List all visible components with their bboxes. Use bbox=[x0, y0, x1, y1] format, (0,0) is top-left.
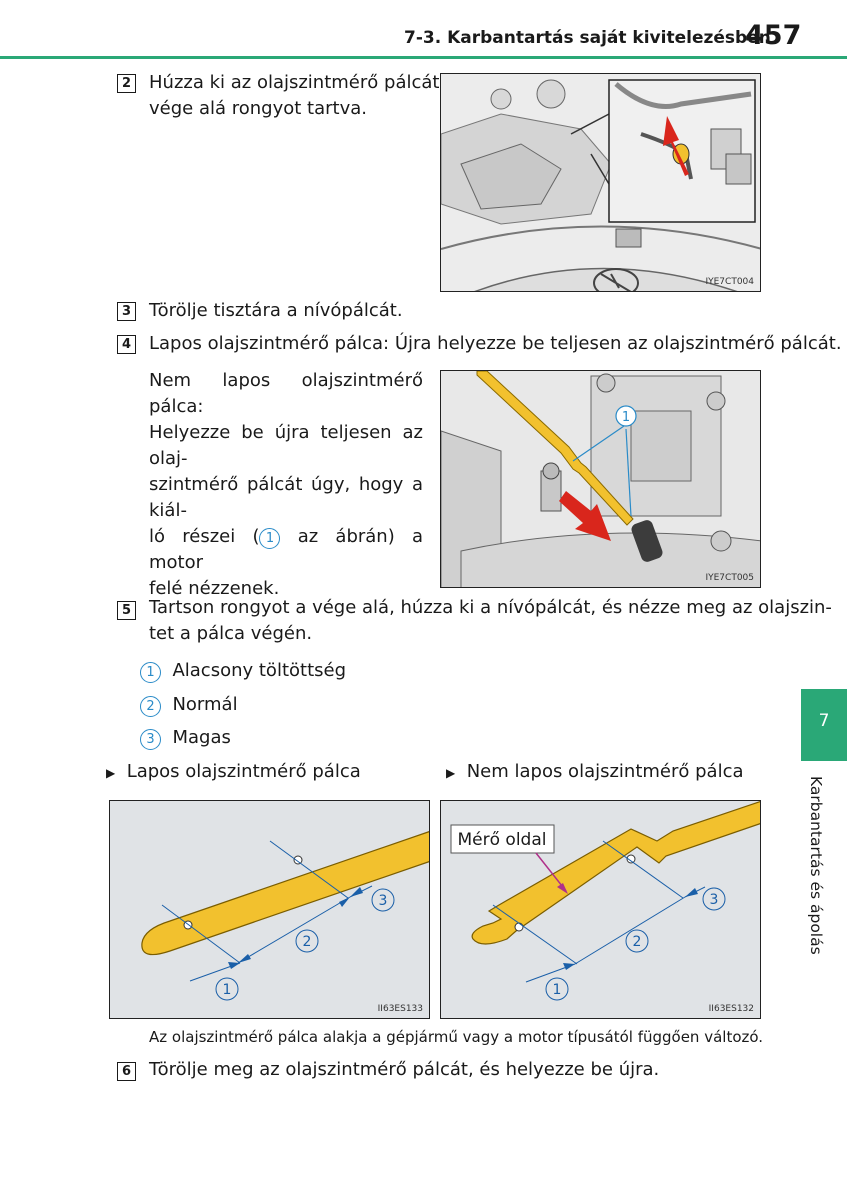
step-text: Húzza ki az olajszintmérő pálcát, vége a… bbox=[149, 72, 446, 119]
callout-1-label: 1 bbox=[622, 410, 630, 425]
dipstick-shape-note: Az olajszintmérő pálca alakja a gépjármű… bbox=[149, 1028, 764, 1046]
level-item: 2 Normál bbox=[140, 688, 346, 722]
page-number: 457 bbox=[745, 20, 802, 51]
step-text: Tartson rongyot a vége alá, húzza ki a n… bbox=[149, 597, 832, 644]
nonflat-dipstick-heading: ▶ Nem lapos olajszintmérő pálca bbox=[446, 761, 744, 782]
level-list: 1 Alacsony töltöttség 2 Normál 3 Magas bbox=[140, 654, 346, 755]
svg-text:2: 2 bbox=[303, 934, 312, 950]
flat-dipstick-illustration: 1 2 3 II63ES133 bbox=[109, 800, 430, 1019]
nonflat-dipstick-drawing: Mérő oldal 1 2 3 bbox=[450, 801, 760, 1001]
svg-text:2: 2 bbox=[633, 934, 642, 950]
header-rule bbox=[0, 56, 847, 59]
svg-text:3: 3 bbox=[710, 892, 719, 908]
svg-text:3: 3 bbox=[379, 893, 388, 909]
svg-text:1: 1 bbox=[553, 982, 562, 998]
dipstick-insertion-illustration: 1 IYE7CT005 bbox=[440, 370, 761, 588]
step-number: 3 bbox=[117, 302, 136, 321]
triangle-right-icon: ▶ bbox=[106, 766, 116, 780]
step-subtext: Nem lapos olajszintmérő pálca: Helyezze … bbox=[149, 370, 423, 599]
chapter-tab: 7 bbox=[801, 689, 847, 761]
section-title: 7-3. Karbantartás saját kivitelezésben bbox=[404, 28, 771, 48]
level-item: 3 Magas bbox=[140, 721, 346, 755]
step-text: Törölje tisztára a nívópálcát. bbox=[149, 300, 403, 321]
step-text: Lapos olajszintmérő pálca: Újra helyezze… bbox=[149, 333, 842, 354]
flat-dipstick-heading: ▶ Lapos olajszintmérő pálca bbox=[106, 761, 361, 782]
step-number: 6 bbox=[117, 1062, 136, 1081]
figure-code: II63ES132 bbox=[708, 1004, 754, 1014]
callout-1: 1 bbox=[259, 528, 281, 549]
nonflat-dipstick-illustration: Mérő oldal 1 2 3 II63ES132 bbox=[440, 800, 761, 1019]
engine-bay-illustration: IYE7CT004 bbox=[440, 73, 761, 292]
level-item: 1 Alacsony töltöttség bbox=[140, 654, 346, 688]
triangle-right-icon: ▶ bbox=[446, 766, 456, 780]
figure-code: IYE7CT004 bbox=[705, 277, 754, 287]
engine-bay-drawing bbox=[441, 74, 760, 291]
figure-code: II63ES133 bbox=[377, 1004, 423, 1014]
step-number: 5 bbox=[117, 601, 136, 620]
svg-text:1: 1 bbox=[223, 982, 232, 998]
dipstick-insertion-drawing: 1 bbox=[441, 371, 760, 587]
measuring-side-label: Mérő oldal bbox=[458, 830, 547, 850]
chapter-label: Karbantartás és ápolás bbox=[807, 776, 825, 955]
step-number: 2 bbox=[117, 74, 136, 93]
step-text: Törölje meg az olajszintmérő pálcát, és … bbox=[149, 1059, 660, 1080]
step-number: 4 bbox=[117, 335, 136, 354]
flat-dipstick-drawing: 1 2 3 bbox=[141, 831, 429, 1001]
figure-code: IYE7CT005 bbox=[705, 573, 754, 583]
